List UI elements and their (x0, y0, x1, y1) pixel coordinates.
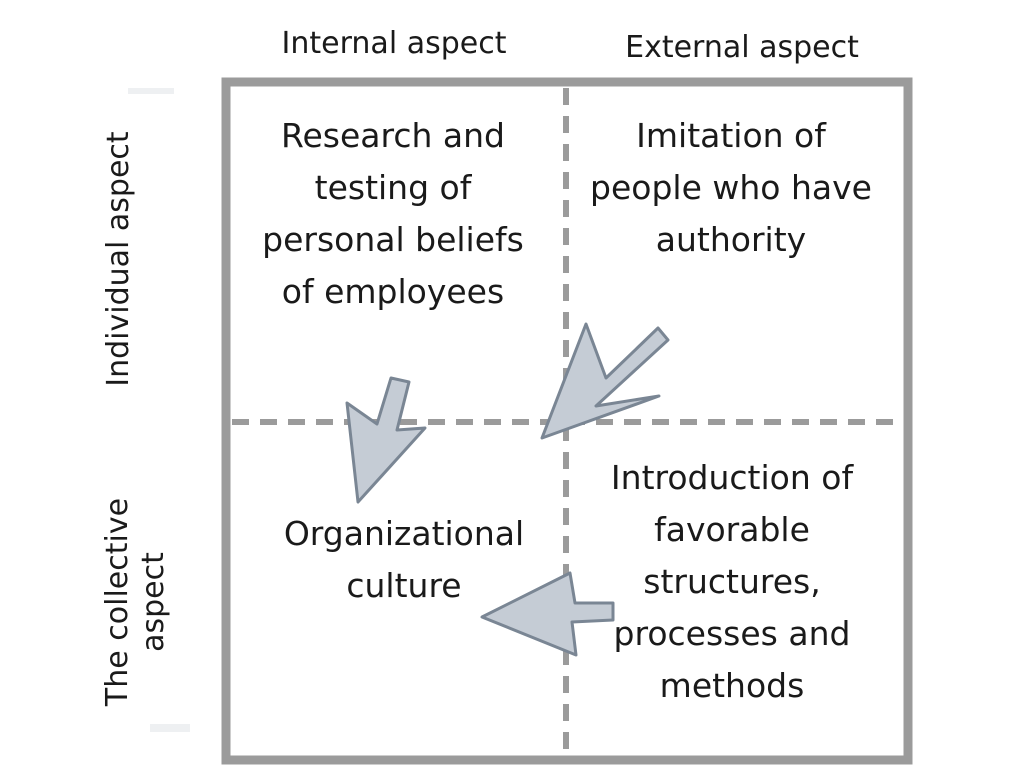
quadrant-bottom-right-text: Introduction of favorable structures, pr… (584, 452, 880, 712)
scan-artifact (150, 724, 190, 732)
quadrant-line: testing of (314, 168, 472, 207)
quadrant-line: favorable (654, 510, 810, 549)
quadrant-line: of employees (281, 272, 505, 311)
matrix-frame (221, 77, 913, 765)
arrow-icon (540, 322, 670, 440)
quadrant-line: personal beliefs (262, 220, 524, 259)
quadrant-line: Organizational (283, 514, 525, 553)
column-header-external: External aspect (625, 30, 859, 65)
quadrant-line: Introduction of (610, 458, 854, 497)
quadrant-line: Imitation of (636, 116, 826, 155)
quadrant-line: processes and (613, 614, 851, 653)
scan-artifact (128, 88, 174, 94)
quadrant-line: people who have (590, 168, 872, 207)
quadrant-line: structures, (643, 562, 821, 601)
row-header-collective: The collective aspect (100, 452, 180, 752)
column-header-internal: Internal aspect (281, 26, 507, 61)
arrow-icon (345, 376, 427, 504)
quadrant-line: methods (659, 666, 805, 705)
row-header-individual: Individual aspect (101, 131, 136, 387)
quadrant-line: culture (346, 566, 462, 605)
arrow-icon (480, 571, 615, 657)
row-header-collective-line1: The collective (100, 497, 135, 707)
row-header-collective-line2: aspect (136, 552, 171, 652)
quadrant-top-right-text: Imitation of people who have authority (576, 110, 886, 266)
quadrant-top-left-text: Research and testing of personal beliefs… (240, 110, 546, 318)
quadrant-line: authority (655, 220, 807, 259)
quadrant-line: Research and (281, 116, 505, 155)
quadrant-bottom-left-text: Organizational culture (262, 508, 546, 612)
